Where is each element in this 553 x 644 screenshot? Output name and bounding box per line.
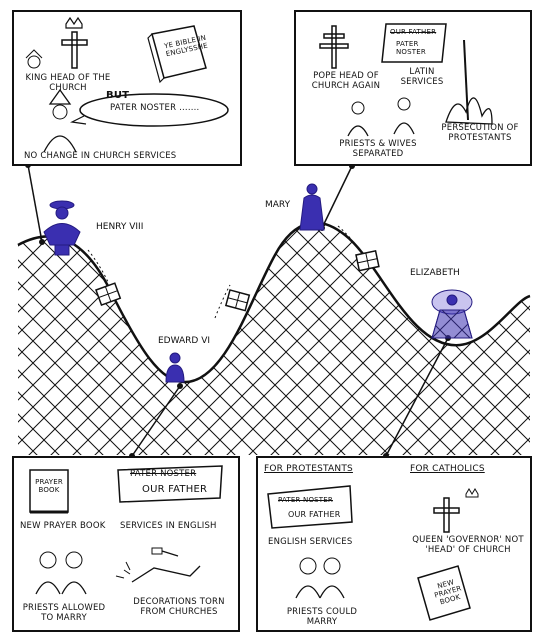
book-icon xyxy=(355,249,380,272)
book-icon xyxy=(95,282,122,306)
speech-bubble-icon xyxy=(70,93,229,127)
stake-fire-icon xyxy=(445,39,493,125)
ruler-label-edward: EDWARD VI xyxy=(158,336,211,346)
english-services-label: ENGLISH SERVICES xyxy=(268,537,353,547)
pope-icon xyxy=(25,49,43,69)
persecution-label: PERSECUTION OF PROTESTANTS xyxy=(441,123,519,143)
latin-book-struck: OUR FATHER xyxy=(390,28,437,36)
new-prayer-book-icon xyxy=(417,565,471,621)
henry-panel-art xyxy=(25,16,229,153)
pater-noster-speech: PATER NOSTER ....... xyxy=(110,103,200,113)
priests-wives-label: PRIESTS & WIVES SEPARATED xyxy=(339,139,417,159)
ruler-label-henry: HENRY VIII xyxy=(96,222,144,232)
services-english-label: SERVICES IN ENGLISH xyxy=(120,521,217,531)
hammer-statue-icon xyxy=(115,547,201,583)
priests-could-marry-label: PRIESTS COULD MARRY xyxy=(286,607,358,627)
elizabeth-figure-icon xyxy=(431,289,473,339)
queen-governor-label: QUEEN 'GOVERNOR' NOT 'HEAD' OF CHURCH xyxy=(412,535,524,555)
papal-cross-icon xyxy=(319,25,349,69)
edward-panel-art xyxy=(29,465,223,595)
no-change-label: NO CHANGE IN CHURCH SERVICES xyxy=(24,151,177,161)
but-label: BUT xyxy=(106,90,130,101)
for-protestants-heading: FOR PROTESTANTS xyxy=(264,464,353,474)
for-catholics-heading: FOR CATHOLICS xyxy=(410,464,485,474)
bible-book-icon xyxy=(147,25,207,84)
sign-struck-latin: PATER NOSTER xyxy=(130,469,197,479)
crowned-cross-icon xyxy=(433,488,479,533)
pope-head-label: POPE HEAD OF CHURCH AGAIN xyxy=(311,71,381,91)
sign-struck-latin: PATER NOSTER xyxy=(278,496,333,504)
mary-figure-icon xyxy=(299,183,325,231)
connector-henry xyxy=(25,162,45,245)
priest-and-wife-icon xyxy=(347,97,415,137)
priests-marry-label: PRIESTS ALLOWED TO MARRY xyxy=(22,603,106,623)
latin-services-label: LATIN SERVICES xyxy=(400,67,444,87)
book-icon xyxy=(224,289,251,312)
ruler-label-mary: MARY xyxy=(265,200,291,210)
bishop-icon xyxy=(43,88,77,153)
new-prayer-book-label: NEW PRAYER BOOK xyxy=(20,521,106,531)
henry-viii-figure-icon xyxy=(43,200,81,256)
latin-book-text: PATER NOSTER xyxy=(396,40,426,57)
latin-book-icon xyxy=(381,23,447,63)
married-couple-icon xyxy=(295,557,345,599)
prayer-book-cover: PRAYER BOOK xyxy=(35,478,63,495)
decorations-label: DECORATIONS TORN FROM CHURCHES xyxy=(133,597,225,617)
cross-icon xyxy=(61,16,88,69)
henry-panel: KING HEAD OF THE CHURCH YE BIBLE IN ENGL… xyxy=(12,10,242,166)
edward-panel: PRAYER BOOK NEW PRAYER BOOK PATER NOSTER… xyxy=(12,456,240,632)
sign-english: OUR FATHER xyxy=(142,484,208,495)
mary-panel-art xyxy=(319,23,493,137)
sign-english: OUR FATHER xyxy=(288,510,341,519)
king-head-label: KING HEAD OF THE CHURCH xyxy=(25,73,111,93)
elizabeth-panel-art xyxy=(267,485,479,621)
mary-panel: OUR FATHER PATER NOSTER POPE HEAD OF CHU… xyxy=(294,10,532,166)
english-sign-icon xyxy=(267,485,353,529)
connector-mary xyxy=(319,163,355,231)
english-sign-icon xyxy=(117,465,223,503)
prayer-book-icon xyxy=(29,469,69,514)
elizabeth-panel: FOR PROTESTANTS FOR CATHOLICS PATER NOST… xyxy=(256,456,532,632)
married-couple-icon xyxy=(35,551,87,595)
edward-vi-figure-icon xyxy=(165,352,185,383)
ruler-label-elizabeth: ELIZABETH xyxy=(410,268,460,278)
